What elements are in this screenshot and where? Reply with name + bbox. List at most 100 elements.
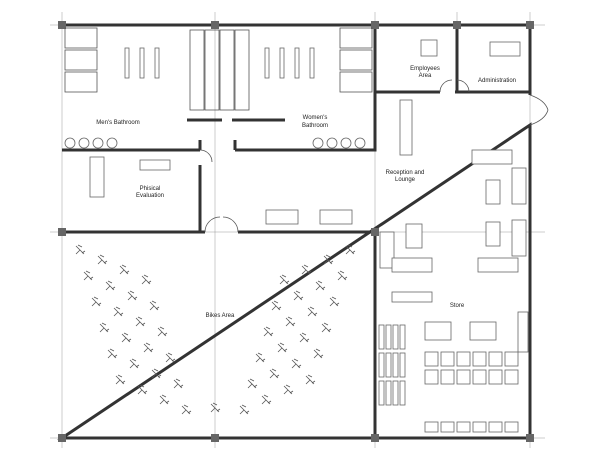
bike-icon bbox=[279, 274, 290, 285]
bike-frame bbox=[151, 368, 162, 379]
bike-icon bbox=[141, 274, 152, 285]
bike-icon bbox=[247, 378, 258, 389]
bike-icon bbox=[261, 394, 272, 405]
display-rack bbox=[424, 351, 439, 367]
bike-frame bbox=[107, 348, 118, 359]
bike-icon bbox=[313, 348, 324, 359]
toilet-stall bbox=[64, 27, 98, 49]
label-physical-evaluation: Phisical bbox=[140, 186, 161, 192]
shelf bbox=[385, 352, 392, 378]
bike-frame bbox=[345, 244, 356, 255]
bike-icon bbox=[255, 352, 266, 363]
bike-icon bbox=[151, 368, 162, 379]
bike-frame bbox=[271, 300, 282, 311]
bike-icon bbox=[269, 368, 280, 379]
bike-icon bbox=[119, 264, 130, 275]
label-womens-bathroom: Women's bbox=[303, 115, 328, 121]
shelf bbox=[378, 324, 385, 350]
bike-icon bbox=[301, 264, 312, 275]
display-rack bbox=[424, 421, 439, 433]
label-store: Store bbox=[450, 303, 465, 309]
bike-frame bbox=[129, 358, 140, 369]
bike-icon bbox=[345, 244, 356, 255]
shelf bbox=[385, 324, 392, 350]
bike-frame bbox=[83, 270, 94, 281]
urinal-stall bbox=[189, 29, 205, 111]
bike-frame bbox=[141, 274, 152, 285]
bike-icon bbox=[307, 306, 318, 317]
bike-icon bbox=[337, 270, 348, 281]
bike-icon bbox=[293, 290, 304, 301]
bike-frame bbox=[135, 316, 146, 327]
bike-icon bbox=[159, 394, 170, 405]
display-rack bbox=[504, 351, 519, 367]
bike-icon bbox=[143, 342, 154, 353]
bike-frame bbox=[115, 374, 126, 385]
bike-icon bbox=[263, 326, 274, 337]
display-rack bbox=[504, 369, 519, 385]
display-rack bbox=[440, 369, 455, 385]
bike-frame bbox=[261, 394, 272, 405]
display-rack bbox=[456, 369, 471, 385]
sink bbox=[312, 137, 324, 149]
sink bbox=[326, 137, 338, 149]
sink bbox=[78, 137, 90, 149]
bike-icon bbox=[181, 404, 192, 415]
display-rack bbox=[472, 369, 487, 385]
bike-frame bbox=[127, 290, 138, 301]
bike-frame bbox=[99, 322, 110, 333]
bike-icon bbox=[283, 384, 294, 395]
bike-frame bbox=[293, 290, 304, 301]
shelf bbox=[378, 352, 385, 378]
bike-icon bbox=[321, 322, 332, 333]
bench bbox=[264, 47, 270, 79]
shelf bbox=[392, 352, 399, 378]
bike-icon bbox=[157, 326, 168, 337]
display-rack bbox=[488, 369, 503, 385]
bike-icon bbox=[107, 348, 118, 359]
display-rack bbox=[472, 351, 487, 367]
label-mens-bathroom: Men's Bathroom bbox=[96, 120, 140, 126]
sink bbox=[106, 137, 118, 149]
display-rack bbox=[456, 421, 471, 433]
bike-icon bbox=[299, 332, 310, 343]
label-womens-bathroom-2: Bathroom bbox=[302, 123, 328, 129]
label-administration: Administration bbox=[478, 78, 516, 84]
bike-frame bbox=[247, 378, 258, 389]
bike-frame bbox=[277, 342, 288, 353]
bike-icon bbox=[99, 322, 110, 333]
bike-frame bbox=[105, 280, 116, 291]
label-employees-area-2: Area bbox=[419, 73, 432, 79]
bike-icon bbox=[113, 306, 124, 317]
shelf bbox=[392, 324, 399, 350]
bike-icon bbox=[105, 280, 116, 291]
bike-frame bbox=[157, 326, 168, 337]
shelf bbox=[399, 324, 406, 350]
bike-frame bbox=[299, 332, 310, 343]
doors bbox=[199, 79, 549, 233]
label-physical-evaluation-2: Evaluation bbox=[136, 193, 164, 199]
display-rack bbox=[504, 421, 519, 433]
display-rack bbox=[440, 421, 455, 433]
bike-frame bbox=[121, 332, 132, 343]
bike-icon bbox=[291, 358, 302, 369]
bike-frame bbox=[210, 402, 221, 413]
sink bbox=[64, 137, 76, 149]
bathroom-fixtures bbox=[64, 27, 373, 149]
bench bbox=[124, 47, 130, 79]
bike-frame bbox=[337, 270, 348, 281]
bike-icon bbox=[329, 296, 340, 307]
shelf bbox=[378, 380, 385, 406]
toilet-stall bbox=[64, 49, 98, 71]
bike-frame bbox=[307, 306, 318, 317]
toilet-stall bbox=[64, 71, 98, 93]
bench bbox=[154, 47, 160, 79]
bike-frame bbox=[113, 306, 124, 317]
bench bbox=[279, 47, 285, 79]
bike-icon bbox=[97, 254, 108, 265]
display-rack bbox=[456, 351, 471, 367]
bike-frame bbox=[313, 348, 324, 359]
bench bbox=[309, 47, 315, 79]
display-rack bbox=[488, 351, 503, 367]
